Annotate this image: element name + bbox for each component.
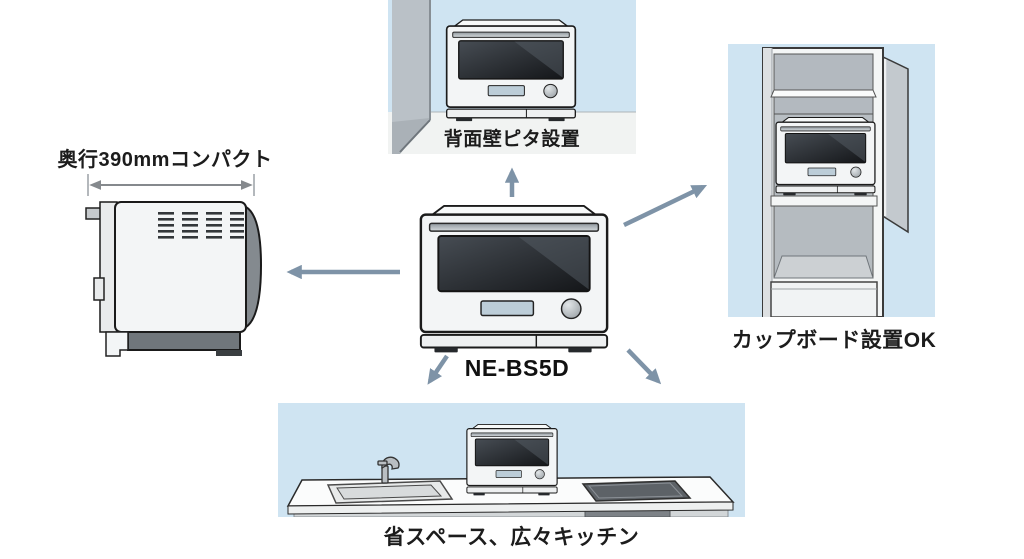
arrow-up-right-icon [623, 184, 708, 228]
arrow-down-left-icon [427, 354, 449, 385]
caption-depth: 奥行390mmコンパクト [57, 149, 273, 171]
kitchen-illustration [286, 423, 735, 517]
caption-kitchen: 省スペース、広々キッチン [383, 526, 640, 549]
panel-kitchen [278, 403, 745, 517]
vent-slots [158, 212, 244, 239]
caption-wall-flush: 背面壁ピタ設置 [443, 129, 581, 150]
panel-cupboard [728, 44, 935, 317]
door-edge [245, 205, 263, 329]
caption-cupboard: カップボード設置OK [731, 329, 937, 352]
microwave-side-view [85, 201, 263, 357]
model-label: NE-BS5D [464, 355, 570, 381]
wall-flush-illustration [388, 0, 636, 154]
arrow-down-right-icon [626, 348, 662, 385]
cupboard-illustration [762, 47, 909, 317]
dimension-arrow-icon [87, 174, 255, 196]
wall [392, 0, 430, 122]
faucet [377, 456, 400, 484]
side-view-illustration [85, 174, 263, 357]
drawer-front [770, 281, 878, 317]
shelf [770, 89, 877, 98]
panel-wall-flush: 背面壁ピタ設置 [388, 0, 636, 154]
